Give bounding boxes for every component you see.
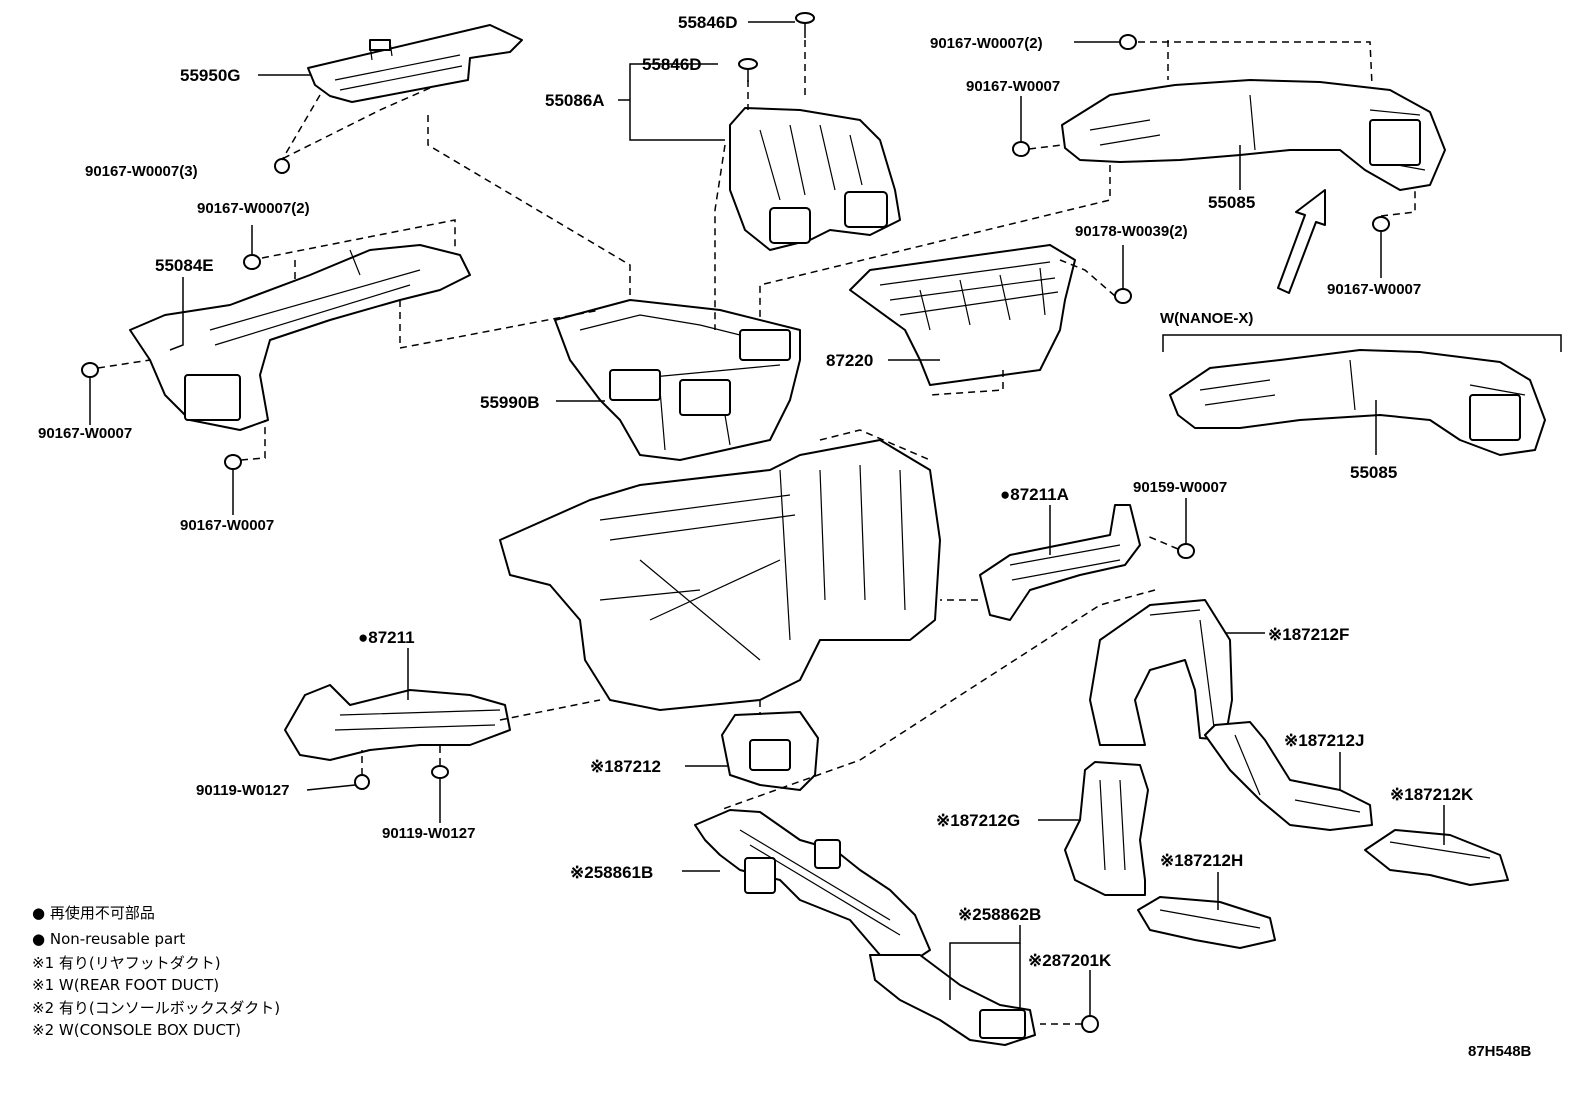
legend: ● 再使用不可部品 ● Non-reusable part ※1 有り(リヤフッ…: [32, 904, 280, 1039]
label-55990B[interactable]: 55990B: [480, 393, 540, 412]
part-58862B-shape: [869, 954, 1036, 1046]
label-87201K[interactable]: ※287201K: [1028, 951, 1112, 970]
label-90178-w0039-2[interactable]: 90178-W0039(2): [1075, 223, 1188, 240]
label-90167-w0007-left1[interactable]: 90167-W0007: [38, 425, 132, 442]
legend-line-4: ※1 W(REAR FOOT DUCT): [32, 976, 219, 994]
legend-line-1: ● 再使用不可部品: [32, 904, 155, 922]
leader-lines: [89, 21, 1562, 1016]
label-55085-top[interactable]: 55085: [1208, 193, 1255, 212]
label-87211A[interactable]: ●87211A: [1000, 485, 1069, 504]
label-55084E[interactable]: 55084E: [155, 256, 214, 275]
direction-arrow: [1277, 189, 1326, 294]
part-87211-shape: [284, 684, 511, 761]
part-55846D-screws: [738, 12, 815, 82]
label-87211[interactable]: ●87211: [358, 628, 415, 647]
label-58862B[interactable]: ※258862B: [958, 905, 1041, 924]
label-58861B[interactable]: ※258861B: [570, 863, 653, 882]
part-55950G-shape: [307, 24, 523, 103]
label-87212[interactable]: ※187212: [590, 757, 661, 776]
part-87212G-shape: [1064, 761, 1149, 896]
legend-line-2: ● Non-reusable part: [32, 930, 185, 948]
label-87220[interactable]: 87220: [826, 351, 873, 370]
label-90167-w0007-top[interactable]: 90167-W0007: [966, 78, 1060, 95]
label-90119-w0127-b[interactable]: 90119-W0127: [382, 825, 475, 842]
label-55085-bottom[interactable]: 55085: [1350, 463, 1397, 482]
label-87212F[interactable]: ※187212F: [1268, 625, 1349, 644]
fasteners: [81, 34, 1390, 1033]
label-55846D[interactable]: 55846D: [642, 55, 702, 74]
part-87212K-shape: [1364, 829, 1509, 886]
figure-code: 87H548B: [1468, 1043, 1532, 1060]
part-55086A-shape: [729, 107, 901, 251]
label-87212H[interactable]: ※187212H: [1160, 851, 1243, 870]
label-90167-w0007-2-left[interactable]: 90167-W0007(2): [197, 200, 310, 217]
part-55990B-shape: [554, 299, 801, 461]
dashed-connections: [97, 40, 1416, 1025]
legend-line-3: ※1 有り(リヤフットダクト): [32, 954, 221, 972]
part-87212-shape: [721, 711, 819, 791]
label-90167-w0007-right[interactable]: 90167-W0007: [1327, 281, 1421, 298]
part-labels: 55950G 90167-W0007(3) 55846D 55846D 5508…: [38, 13, 1474, 970]
part-87211A-shape: [979, 504, 1141, 621]
label-55950G[interactable]: 55950G: [180, 66, 241, 85]
part-87212H-shape: [1137, 896, 1276, 949]
label-87212J[interactable]: ※187212J: [1284, 731, 1364, 750]
label-87212G[interactable]: ※187212G: [936, 811, 1020, 830]
part-87212F-shape: [1089, 599, 1233, 746]
label-90167-w0007-3[interactable]: 90167-W0007(3): [85, 163, 198, 180]
label-90159-w0007[interactable]: 90159-W0007: [1133, 479, 1227, 496]
part-55085-nanoe-shape: [1169, 349, 1546, 456]
part-hvac-unit-shape: [499, 439, 941, 711]
part-55085-top-shape: [1061, 79, 1446, 191]
label-90119-w0127-a[interactable]: 90119-W0127: [196, 782, 289, 799]
label-87212K[interactable]: ※187212K: [1390, 785, 1474, 804]
label-55086A[interactable]: 55086A: [545, 91, 605, 110]
label-90167-w0007-2-top[interactable]: 90167-W0007(2): [930, 35, 1043, 52]
part-87212J-shape: [1204, 721, 1373, 831]
part-58861B-shape: [694, 809, 931, 961]
label-90167-w0007-left2[interactable]: 90167-W0007: [180, 517, 274, 534]
legend-line-6: ※2 W(CONSOLE BOX DUCT): [32, 1021, 241, 1039]
label-nanoe-caption: W(NANOE-X): [1160, 310, 1253, 327]
label-55846D-top[interactable]: 55846D: [678, 13, 738, 32]
legend-line-5: ※2 有り(コンソールボックスダクト): [32, 999, 280, 1017]
part-87220-shape: [849, 244, 1076, 386]
